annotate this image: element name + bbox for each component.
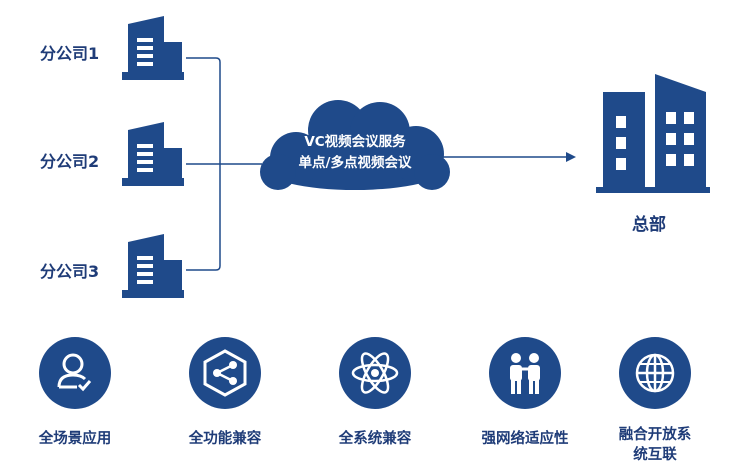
user-check-icon <box>57 353 92 392</box>
branch-label-3: 分公司3 <box>40 262 100 281</box>
network-nodes-icon <box>203 349 247 397</box>
feature-circle <box>189 337 261 409</box>
feature-item-2: 全功能兼容 <box>150 337 300 449</box>
feature-label: 强网络适应性 <box>481 431 569 447</box>
feature-label: 融合开放系统互联 <box>618 427 692 463</box>
branch-label-2: 分公司2 <box>40 152 100 171</box>
feature-circle <box>39 337 111 409</box>
feature-label: 全功能兼容 <box>188 431 262 447</box>
cloud-text-line2: 单点/多点视频会议 <box>298 155 412 171</box>
cloud-text-line1: VC视频会议服务 <box>304 134 406 150</box>
feature-item-3: 全系统兼容 <box>300 337 450 449</box>
feature-item-5: 融合开放系统互联 <box>595 337 715 465</box>
feature-item-4: 强网络适应性 <box>450 337 600 449</box>
building-icon <box>122 234 184 298</box>
building-icon <box>122 122 184 186</box>
feature-label: 全系统兼容 <box>338 431 412 447</box>
bracket-connector <box>186 57 262 271</box>
feature-circle <box>489 337 561 409</box>
hq-label: 总部 <box>632 215 666 235</box>
branch-label-1: 分公司1 <box>40 44 100 63</box>
cloud-shape <box>260 100 450 190</box>
hq-building-icon <box>596 74 710 193</box>
feature-circle <box>339 337 411 409</box>
people-icon <box>510 353 540 394</box>
building-icon <box>122 16 184 80</box>
globe-icon <box>635 353 675 393</box>
feature-label: 全场景应用 <box>38 431 112 447</box>
arrow-to-hq <box>442 152 576 162</box>
feature-circle <box>619 337 691 409</box>
feature-item-1: 全场景应用 <box>0 337 150 449</box>
atom-icon <box>351 352 399 394</box>
